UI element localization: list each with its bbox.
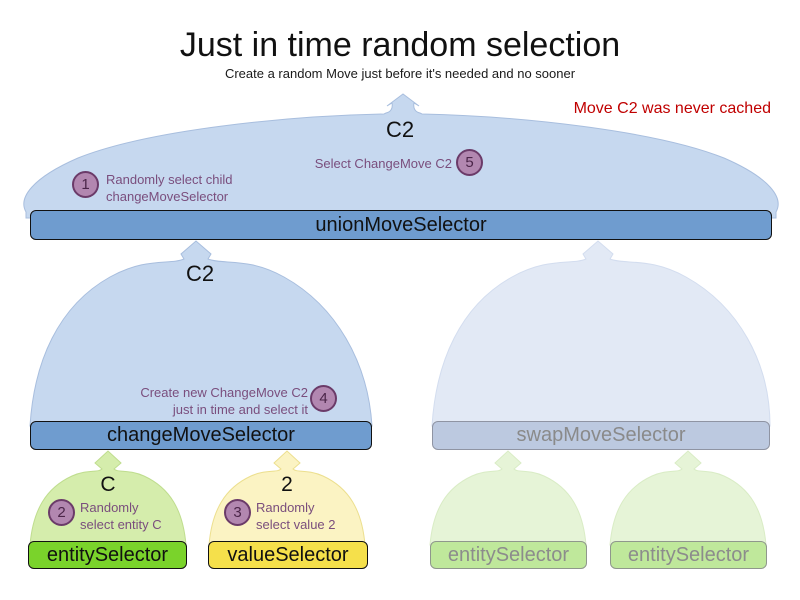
step5-circle: 5 — [456, 149, 483, 176]
step2-line2: select entity C — [80, 517, 162, 532]
entity-selector-bar: entitySelector — [28, 541, 187, 569]
step1-line1: Randomly select child — [106, 172, 233, 187]
page-title: Just in time random selection — [179, 26, 621, 64]
step4-line1: Create new ChangeMove C2 — [140, 385, 308, 400]
entity-cache-dome-faded-left — [429, 450, 587, 546]
step3-text: Randomly select value 2 — [256, 499, 366, 533]
union-cache-label: C2 — [385, 117, 415, 142]
union-move-selector-bar: unionMoveSelector — [30, 210, 772, 240]
step5-text: Select ChangeMove C2 — [314, 156, 452, 171]
step3-line1: Randomly — [256, 500, 315, 515]
entity-selector-label: entitySelector — [46, 543, 169, 566]
swap-move-selector-bar: swapMoveSelector — [432, 421, 770, 450]
entity-selector-bar-faded-right: entitySelector — [610, 541, 767, 569]
step1-circle: 1 — [72, 171, 99, 198]
entity-selector-bar-faded-left: entitySelector — [430, 541, 587, 569]
page-subtitle: Create a random Move just before it's ne… — [224, 66, 576, 81]
value-cache-dome — [208, 450, 366, 546]
step2-text: Randomly select entity C — [80, 499, 190, 533]
swap-cache-dome-faded — [431, 240, 771, 427]
change-move-selector-bar: changeMoveSelector — [30, 421, 372, 450]
value-selector-label: valueSelector — [227, 543, 349, 566]
step4-circle: 4 — [310, 385, 337, 412]
union-cache-dome — [23, 93, 779, 219]
step2-circle: 2 — [48, 499, 75, 526]
swap-move-selector-label: swapMoveSelector — [516, 424, 686, 446]
never-cached-note: Move C2 was never cached — [573, 100, 771, 117]
change-move-selector-label: changeMoveSelector — [107, 424, 295, 446]
change-cache-dome — [29, 240, 373, 427]
value-selector-bar: valueSelector — [208, 541, 368, 569]
union-move-selector-label: unionMoveSelector — [315, 213, 487, 236]
value-cache-label: 2 — [281, 473, 293, 496]
entity-cache-label: C — [100, 473, 116, 496]
step3-circle: 3 — [224, 499, 251, 526]
step1-line2: changeMoveSelector — [106, 189, 229, 204]
change-cache-label: C2 — [185, 261, 215, 286]
step1-text: Randomly select child changeMoveSelector — [106, 171, 276, 205]
entity-selector-faded-right-label: entitySelector — [627, 543, 750, 566]
step4-line2: just in time and select it — [172, 402, 308, 417]
entity-selector-faded-left-label: entitySelector — [447, 543, 570, 566]
step3-line2: select value 2 — [256, 517, 336, 532]
step2-line1: Randomly — [80, 500, 139, 515]
entity-cache-dome-faded-right — [609, 450, 767, 546]
step4-text: Create new ChangeMove C2 just in time an… — [128, 384, 308, 418]
